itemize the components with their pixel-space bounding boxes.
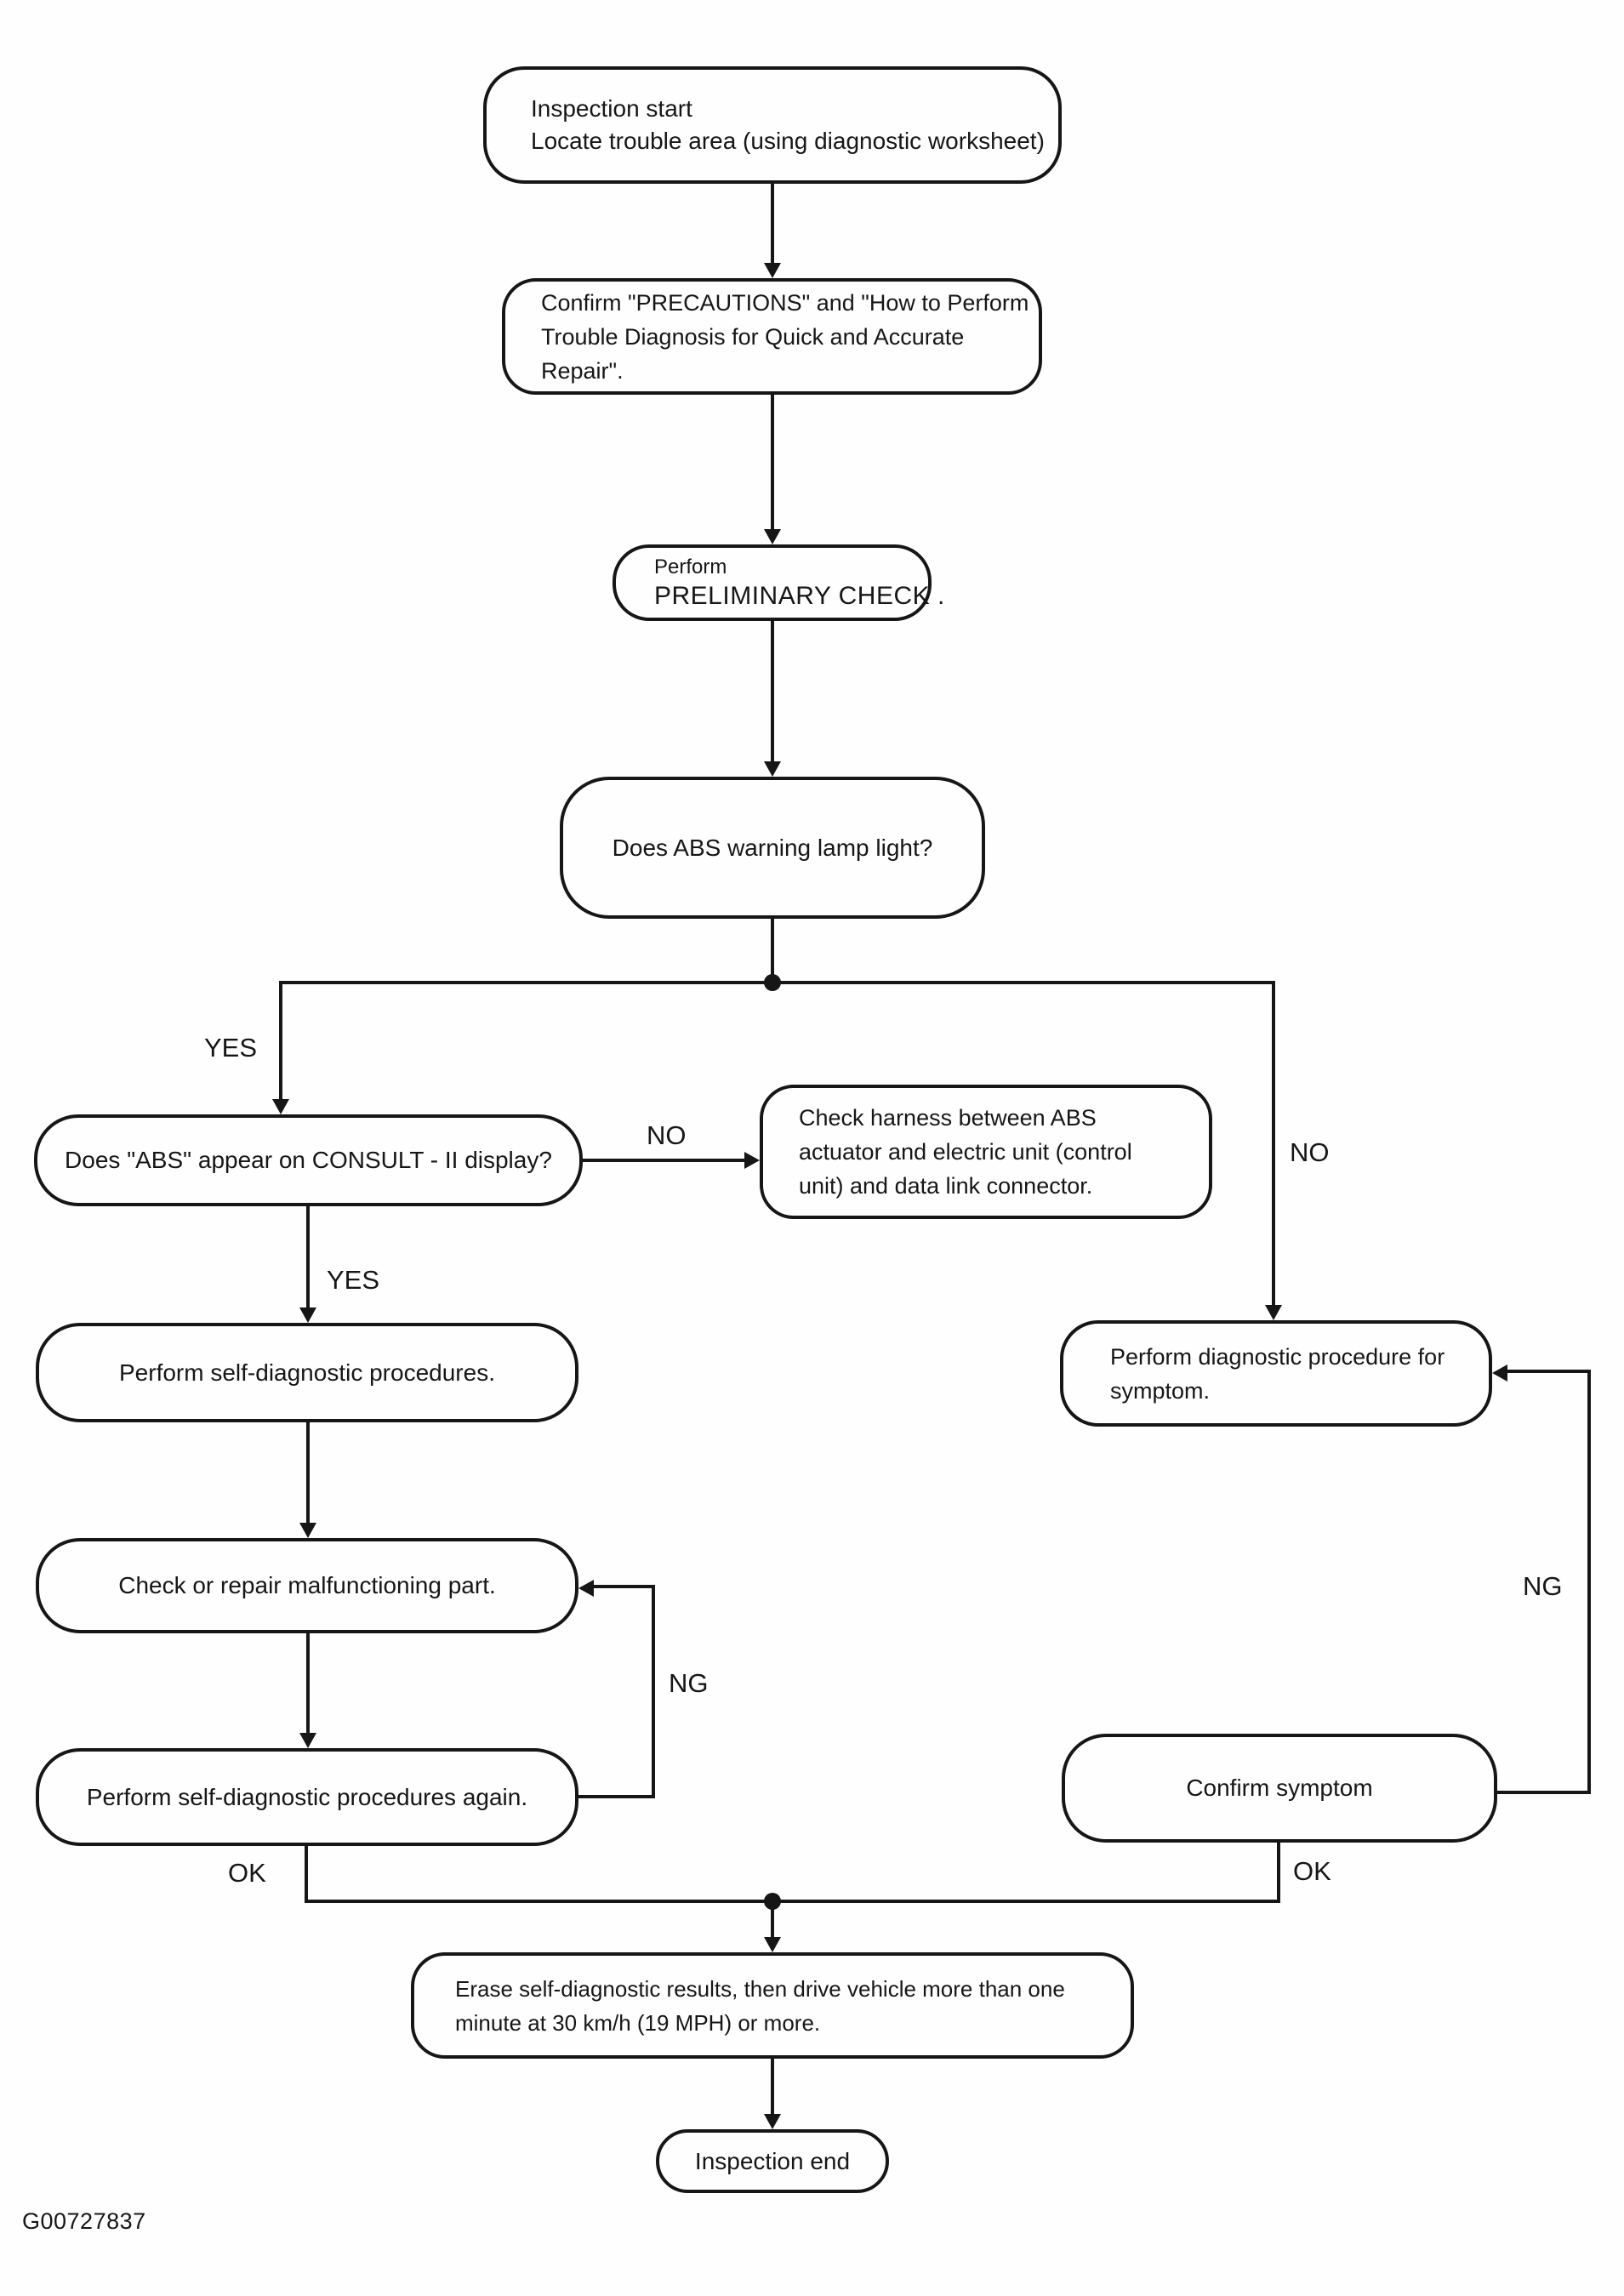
label-no-main: NO — [1290, 1137, 1330, 1167]
node-text: PRELIMINARY CHECK . — [654, 582, 945, 610]
node-text: Does ABS warning lamp light? — [612, 834, 933, 861]
node-text: actuator and electric unit (control — [799, 1139, 1132, 1165]
connector-ng-left-up — [652, 1585, 655, 1798]
connector-preliminary-to-lamp — [771, 621, 774, 761]
label-yes-selfdiag: YES — [327, 1265, 380, 1295]
connector-ng-right-in — [1507, 1370, 1589, 1373]
connector-merge-to-erase — [771, 1900, 774, 1939]
connector-no-to-symptom — [1272, 981, 1275, 1307]
arrowhead-left-icon — [1492, 1364, 1507, 1382]
connector-ng-left-out — [578, 1795, 655, 1798]
label-ng-right: NG — [1523, 1571, 1563, 1601]
node-text: Repair". — [541, 357, 624, 384]
node-text: unit) and data link connector. — [799, 1173, 1093, 1199]
label-ng-left: NG — [669, 1668, 709, 1698]
arrowhead-down-icon — [299, 1523, 316, 1538]
figure-id: G00727837 — [22, 2208, 146, 2234]
node-inspection-end: Inspection end — [656, 2129, 889, 2193]
connector-yes-to-selfdiag — [306, 1206, 310, 1309]
connector-start-to-precautions — [771, 184, 774, 265]
node-text: Perform self-diagnostic procedures again… — [86, 1783, 528, 1810]
node-erase-results: Erase self-diagnostic results, then driv… — [411, 1952, 1134, 2059]
node-text: Inspection end — [694, 2147, 851, 2174]
connector-ok-right-down — [1277, 1843, 1280, 1903]
node-text: Does "ABS" appear on CONSULT - II displa… — [65, 1147, 552, 1173]
label-ok-right: OK — [1293, 1856, 1331, 1886]
node-text: Perform diagnostic procedure for — [1110, 1343, 1445, 1370]
arrowhead-down-icon — [299, 1733, 316, 1748]
arrowhead-down-icon — [764, 2114, 781, 2129]
connector-no-to-harness — [583, 1159, 746, 1162]
node-text: Confirm "PRECAUTIONS" and "How to Perfor… — [541, 289, 1029, 316]
arrowhead-right-icon — [744, 1152, 760, 1169]
connector-ok-left-down — [305, 1846, 308, 1903]
node-text: Erase self-diagnostic results, then driv… — [455, 1975, 1065, 2002]
node-inspection-start: Inspection start Locate trouble area (us… — [483, 66, 1062, 184]
node-text: Perform self-diagnostic procedures. — [119, 1359, 495, 1386]
arrowhead-down-icon — [764, 263, 781, 278]
connector-repair-to-again — [306, 1633, 310, 1735]
label-ok-left: OK — [228, 1858, 266, 1888]
node-text: Trouble Diagnosis for Quick and Accurate — [541, 323, 965, 350]
connector-ok-right-across — [772, 1900, 1279, 1903]
arrowhead-down-icon — [764, 529, 781, 544]
node-confirm-symptom: Confirm symptom — [1062, 1734, 1497, 1843]
node-check-harness: Check harness between ABS actuator and e… — [760, 1085, 1212, 1219]
node-text: Inspection start — [531, 95, 692, 122]
node-diag-procedure-symptom: Perform diagnostic procedure for symptom… — [1060, 1320, 1492, 1427]
connector-selfdiag-to-repair — [306, 1422, 310, 1524]
node-text: Perform — [654, 555, 727, 578]
node-text: Check or repair malfunctioning part. — [118, 1572, 496, 1598]
node-consult-display-decision: Does "ABS" appear on CONSULT - II displa… — [34, 1114, 583, 1206]
connector-ng-right-up — [1587, 1370, 1591, 1794]
connector-lamp-to-branch — [771, 919, 774, 984]
arrowhead-down-icon — [1265, 1305, 1282, 1320]
connector-precautions-to-preliminary — [771, 395, 774, 529]
node-self-diagnostic: Perform self-diagnostic procedures. — [36, 1323, 578, 1422]
node-check-repair: Check or repair malfunctioning part. — [36, 1538, 578, 1633]
node-text: Locate trouble area (using diagnostic wo… — [531, 128, 1045, 154]
arrowhead-left-icon — [578, 1580, 594, 1597]
label-yes-main: YES — [204, 1033, 258, 1063]
connector-ok-left-across — [305, 1900, 774, 1903]
arrowhead-down-icon — [299, 1308, 316, 1323]
connector-erase-to-end — [771, 2059, 774, 2114]
node-confirm-precautions: Confirm "PRECAUTIONS" and "How to Perfor… — [502, 278, 1042, 395]
node-self-diagnostic-again: Perform self-diagnostic procedures again… — [36, 1748, 578, 1846]
connector-ng-left-in — [594, 1585, 653, 1588]
connector-ng-right-out — [1497, 1791, 1591, 1794]
node-abs-warning-lamp-decision: Does ABS warning lamp light? — [560, 777, 985, 919]
junction-dot — [764, 974, 781, 991]
arrowhead-down-icon — [764, 761, 781, 777]
node-text: symptom. — [1110, 1377, 1211, 1404]
connector-yes-to-consult — [279, 981, 282, 1099]
label-no-harness: NO — [647, 1120, 687, 1150]
node-text: minute at 30 km/h (19 MPH) or more. — [455, 2009, 821, 2036]
node-text: Check harness between ABS — [799, 1105, 1097, 1131]
node-preliminary-check: Perform PRELIMINARY CHECK . — [613, 544, 945, 621]
arrowhead-down-icon — [764, 1937, 781, 1952]
arrowhead-down-icon — [272, 1099, 289, 1114]
node-text: Confirm symptom — [1186, 1775, 1373, 1801]
